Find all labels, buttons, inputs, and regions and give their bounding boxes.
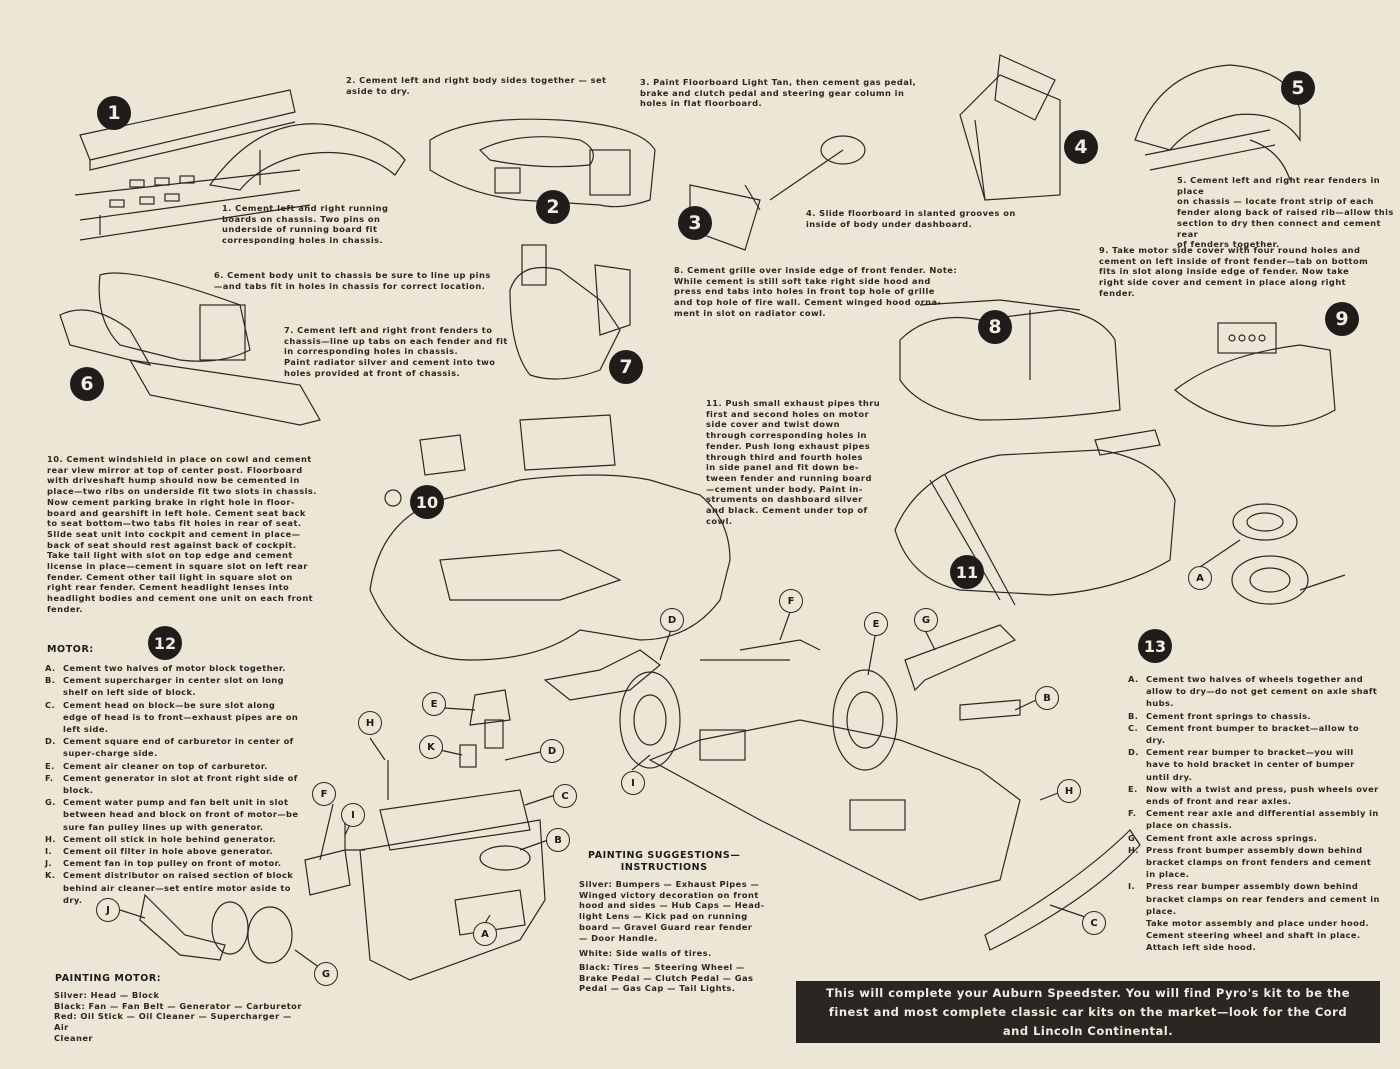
callout-motor-k: K [419, 735, 443, 759]
list-item: G.Cement front axle across springs. [1128, 832, 1318, 843]
step8-drawing [899, 299, 1121, 421]
step-badge-4: 4 [1064, 130, 1098, 164]
list-item: Take motor assembly and place under hood… [1146, 918, 1370, 929]
list-item: J.Cement fan in top pulley on front of m… [45, 858, 282, 869]
step-4-text: 4. Slide floorboard in slanted grooves o… [806, 208, 1016, 229]
step-11-text: 11. Push small exhaust pipes thru first … [706, 398, 881, 526]
painting-suggestions-heading: PAINTING SUGGESTIONS— INSTRUCTIONS [588, 850, 741, 873]
painting-silver-text: Silver: Bumpers — Exhaust Pipes — Winged… [579, 879, 765, 943]
list-item: H.Press front bumper assembly down behin… [1128, 844, 1372, 880]
step9-drawing [1174, 322, 1336, 427]
closing-banner: This will complete your Auburn Speedster… [796, 981, 1380, 1043]
chassis-steps-list: A.Cement two halves of wheels together a… [1128, 673, 1380, 954]
list-item: A.Cement two halves of motor block toget… [45, 663, 286, 673]
step-6-text: 6. Cement body unit to chassis be sure t… [214, 270, 491, 291]
list-item: I.Press rear bumper assembly down behind… [1128, 881, 1380, 916]
painting-black-text: Black: Tires — Steering Wheel — Brake Pe… [579, 962, 754, 994]
list-item: D.Cement square end of carburetor in cen… [45, 736, 294, 759]
step-10-text: 10. Cement windshield in place on cowl a… [47, 454, 317, 614]
motor-heading: MOTOR: [47, 644, 94, 655]
step-badge-11: 11 [950, 555, 984, 589]
step-badge-1: 1 [97, 96, 131, 130]
list-item: H.Cement oil stick in hole behind genera… [45, 833, 277, 844]
step-badge-3: 3 [678, 206, 712, 240]
list-item: E.Now with a twist and press, push wheel… [1128, 783, 1379, 807]
step5-drawing [1134, 64, 1301, 181]
step-8-text: 8. Cement grille over inside edge of fro… [674, 265, 958, 318]
step-3-text: 3. Paint Floorboard Light Tan, then ceme… [640, 77, 917, 109]
callout-motor-d: D [540, 739, 564, 763]
step-9-text: 9. Take motor side cover with four round… [1099, 245, 1369, 298]
list-item: K.Cement distributor on raised section o… [45, 870, 294, 905]
list-item: G.Cement water pump and fan belt unit in… [45, 797, 299, 832]
closing-banner-text: This will complete your Auburn Speedster… [825, 985, 1351, 1038]
callout-chassis-e: E [864, 612, 888, 636]
painting-motor-text: Silver: Head — Block Black: Fan — Fan Be… [54, 990, 302, 1043]
step3-drawing [689, 135, 866, 251]
painting-white-text: White: Side walls of tires. [579, 948, 712, 958]
list-item: B.Cement front springs to chassis. [1128, 710, 1311, 721]
motor-steps-list: A.Cement two halves of motor block toget… [45, 662, 300, 906]
step-badge-13: 13 [1138, 629, 1172, 663]
step11-drawing [894, 429, 1176, 606]
callout-motor-b: B [546, 828, 570, 852]
step-badge-5: 5 [1281, 71, 1315, 105]
callout-motor-a: A [473, 922, 497, 946]
callout-motor-h: H [358, 711, 382, 735]
step-7-text: 7. Cement left and right front fenders t… [284, 325, 508, 378]
callout-chassis-f: F [779, 589, 803, 613]
list-item: Attach left side hood. [1146, 942, 1257, 953]
list-item: Cement steering wheel and shaft in place… [1146, 930, 1361, 941]
list-item: C.Cement head on block—be sure slot alon… [45, 699, 299, 735]
callout-motor-j: J [96, 898, 120, 922]
callout-chassis-i: I [621, 771, 645, 795]
step-badge-8: 8 [978, 310, 1012, 344]
callout-chassis-g: G [914, 608, 938, 632]
step6-drawing [59, 272, 321, 426]
step-badge-2: 2 [536, 190, 570, 224]
list-item: C.Cement front bumper to bracket—allow t… [1128, 722, 1360, 746]
list-item: B.Cement supercharger in center slot on … [45, 675, 285, 698]
callout-motor-f: F [312, 782, 336, 806]
step1-drawing [74, 89, 406, 241]
callout-motor-g: G [314, 962, 338, 986]
step-1-text: 1. Cement left and right running boards … [222, 203, 389, 246]
step-badge-9: 9 [1325, 302, 1359, 336]
callout-chassis-d: D [660, 608, 684, 632]
list-item: A.Cement two halves of wheels together a… [1128, 674, 1378, 709]
step-badge-10: 10 [410, 485, 444, 519]
chassis-drawing [543, 624, 1141, 951]
step7-drawing [509, 244, 631, 380]
list-item: F.Cement rear axle and differential asse… [1128, 808, 1379, 831]
step-5-text: 5. Cement left and right rear fenders in… [1177, 175, 1394, 250]
motor-drawing [139, 689, 546, 981]
step2-drawing [429, 118, 656, 208]
list-item: I.Cement oil filter in hole above genera… [45, 846, 273, 857]
painting-motor-heading: PAINTING MOTOR: [55, 973, 162, 984]
callout-motor-c: C [553, 784, 577, 808]
list-item: D.Cement rear bumper to bracket—you will… [1128, 747, 1355, 782]
step-badge-7: 7 [609, 350, 643, 384]
callout-chassis-a: A [1188, 566, 1212, 590]
step-2-text: 2. Cement left and right body sides toge… [346, 75, 607, 96]
callout-motor-e: E [422, 692, 446, 716]
list-item: F.Cement generator in slot at front righ… [45, 772, 298, 796]
callout-chassis-h: H [1057, 779, 1081, 803]
step-badge-6: 6 [70, 367, 104, 401]
list-item: E.Cement air cleaner on top of carbureto… [45, 760, 268, 771]
callout-motor-i: I [341, 803, 365, 827]
callout-chassis-b: B [1035, 686, 1059, 710]
step4-drawing [959, 54, 1061, 201]
step-badge-12: 12 [148, 626, 182, 660]
wheel-drawing [1231, 503, 1346, 605]
callout-chassis-c: C [1082, 911, 1106, 935]
